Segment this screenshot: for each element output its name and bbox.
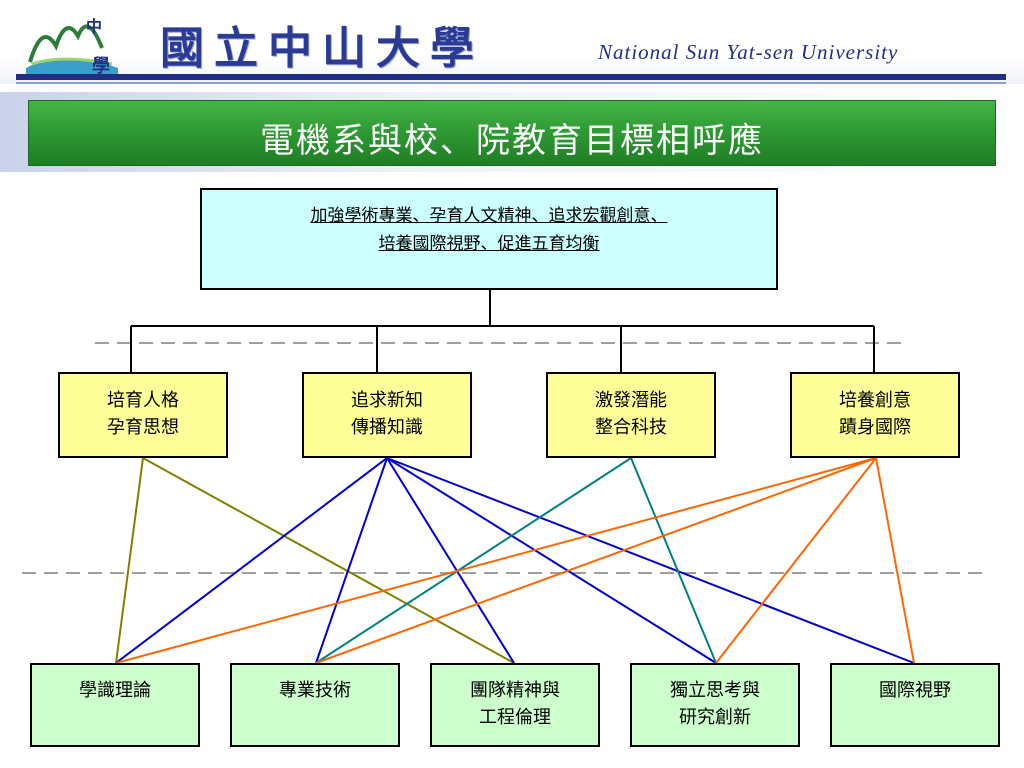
link-goal-2-outcome-2 xyxy=(315,457,388,664)
svg-text:學: 學 xyxy=(92,56,110,76)
goal-box-4: 培養創意 蹟身國際 xyxy=(790,372,960,458)
goal-2-line-1: 追求新知 xyxy=(351,390,423,411)
goal-1-line-2: 孕育思想 xyxy=(107,417,179,438)
header-band xyxy=(0,0,1024,84)
link-goal-1-outcome-1 xyxy=(115,457,144,664)
page-title: 電機系與校、院教育目標相呼應 xyxy=(260,121,764,161)
header-rule xyxy=(16,74,1006,80)
link-goal-4-outcome-2 xyxy=(315,457,877,664)
goal-1-line-1: 培育人格 xyxy=(107,390,179,411)
outcome-5-line-1: 國際視野 xyxy=(879,680,951,701)
outcome-box-3: 團隊精神與 工程倫理 xyxy=(430,663,600,747)
goal-2-line-2: 傳播知識 xyxy=(351,417,423,438)
link-goal-2-outcome-5 xyxy=(386,457,915,664)
outcome-box-2: 專業技術 xyxy=(230,663,400,747)
link-goal-3-outcome-2 xyxy=(315,457,632,664)
link-goal-3-outcome-4 xyxy=(630,457,717,664)
title-banner: 電機系與校、院教育目標相呼應 xyxy=(28,100,996,166)
school-mission-box: 加強學術專業、孕育人文精神、追求宏觀創意、 培養國際視野、促進五育均衡 xyxy=(200,188,778,290)
university-chinese-name: 國立中山大學 xyxy=(160,23,484,74)
outcome-2-line-1: 專業技術 xyxy=(279,680,351,701)
outcome-3-line-1: 團隊精神與 xyxy=(470,680,560,701)
header: 中 學 國立中山大學 National Sun Yat-sen Universi… xyxy=(0,0,1024,92)
logo-text: 中 xyxy=(86,17,102,36)
link-goal-2-outcome-3 xyxy=(386,457,515,664)
header-rule-thin xyxy=(16,82,1006,84)
university-english-name: National Sun Yat-sen University xyxy=(598,40,899,64)
goal-outcome-links xyxy=(115,457,915,664)
goal-3-line-2: 整合科技 xyxy=(595,417,667,438)
university-logo: 中 學 xyxy=(26,17,118,76)
goal-box-3: 激發潛能 整合科技 xyxy=(546,372,716,458)
link-goal-4-outcome-4 xyxy=(715,457,877,664)
link-goal-1-outcome-3 xyxy=(142,457,515,664)
goal-4-line-1: 培養創意 xyxy=(839,390,911,411)
goal-box-1: 培育人格 孕育思想 xyxy=(58,372,228,458)
outcome-4-line-1: 獨立思考與 xyxy=(670,680,760,701)
outcome-1-line-1: 學識理論 xyxy=(79,680,151,701)
link-goal-4-outcome-5 xyxy=(875,457,915,664)
mission-line-2: 培養國際視野、促進五育均衡 xyxy=(378,234,600,254)
goal-4-line-2: 蹟身國際 xyxy=(839,417,911,438)
link-goal-2-outcome-4 xyxy=(386,457,717,664)
outcome-box-1: 學識理論 xyxy=(30,663,200,747)
mission-line-1: 加強學術專業、孕育人文精神、追求宏觀創意、 xyxy=(310,206,668,226)
goal-3-line-1: 激發潛能 xyxy=(595,390,667,411)
goal-box-2: 追求新知 傳播知識 xyxy=(302,372,472,458)
link-goal-4-outcome-1 xyxy=(115,457,877,664)
link-goal-2-outcome-1 xyxy=(115,457,388,664)
outcome-box-5: 國際視野 xyxy=(830,663,1000,747)
outcome-box-4: 獨立思考與 研究創新 xyxy=(630,663,800,747)
outcome-4-line-2: 研究創新 xyxy=(679,707,751,728)
outcome-3-line-2: 工程倫理 xyxy=(479,707,551,728)
